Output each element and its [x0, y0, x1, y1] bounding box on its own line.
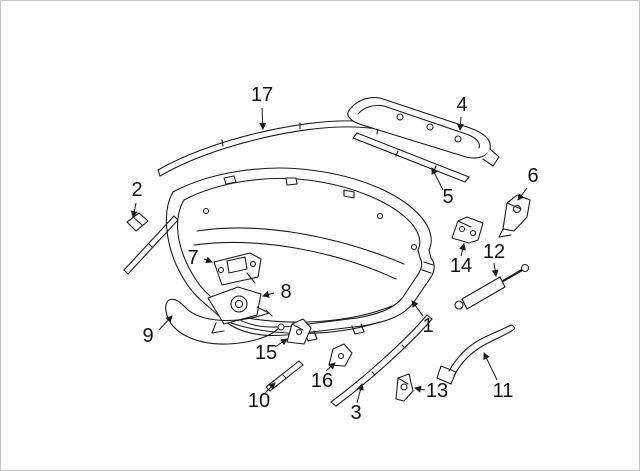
part-14-bracket-drawing [451, 216, 484, 244]
part-label-9: 9 [142, 325, 154, 347]
part-8-drive-unit-drawing [207, 286, 270, 334]
part-label-6: 6 [527, 165, 539, 187]
leader-line-part-5 [431, 167, 444, 191]
leader-line-part-14 [459, 243, 466, 257]
part-label-5: 5 [442, 186, 454, 208]
part-15-bracket-drawing [286, 318, 312, 345]
leader-line-part-10 [264, 382, 276, 394]
part-label-16: 16 [310, 370, 334, 392]
part-label-1: 1 [422, 315, 434, 337]
part-12-gas-strut-drawing [454, 263, 530, 310]
part-13-bracket-drawing [395, 373, 414, 402]
part-label-13: 13 [425, 380, 449, 402]
leader-line-part-1 [411, 300, 424, 317]
leader-line-part-8 [262, 291, 275, 298]
part-3-seal-strip-drawing [330, 314, 433, 407]
leader-lines [130, 107, 528, 404]
part-label-14: 14 [449, 255, 473, 277]
part-7-latch-drawing [213, 252, 262, 286]
leader-line-part-11 [483, 352, 498, 381]
leader-line-part-2 [130, 202, 138, 218]
part-label-10: 10 [247, 390, 271, 412]
part-label-11: 11 [492, 380, 514, 402]
part-9-cable-drawing [165, 298, 285, 345]
part-11-support-arm-drawing [436, 324, 515, 385]
part-label-2: 2 [131, 179, 143, 201]
part-label-4: 4 [456, 94, 468, 116]
part-6-bracket-drawing [498, 194, 531, 238]
leader-line-part-12 [491, 262, 499, 277]
leader-line-part-3 [356, 383, 364, 404]
part-1-lid-panel-drawing [165, 167, 435, 342]
part-label-15: 15 [254, 342, 278, 364]
part-label-7: 7 [187, 247, 199, 269]
leader-line-part-6 [517, 187, 528, 201]
leader-line-part-17 [259, 107, 267, 130]
part-label-8: 8 [280, 281, 292, 303]
part-4-rail-assembly-drawing [347, 97, 500, 167]
part-label-3: 3 [350, 402, 362, 424]
part-label-17: 17 [250, 84, 274, 106]
part-label-12: 12 [482, 241, 506, 263]
leader-line-part-4 [456, 116, 464, 131]
part-16-bracket-drawing [328, 343, 353, 367]
leader-line-part-16 [325, 362, 336, 372]
leader-line-part-15 [274, 338, 288, 348]
leader-line-part-7 [203, 256, 213, 264]
leader-line-part-13 [414, 385, 426, 393]
leader-line-part-9 [158, 315, 173, 331]
